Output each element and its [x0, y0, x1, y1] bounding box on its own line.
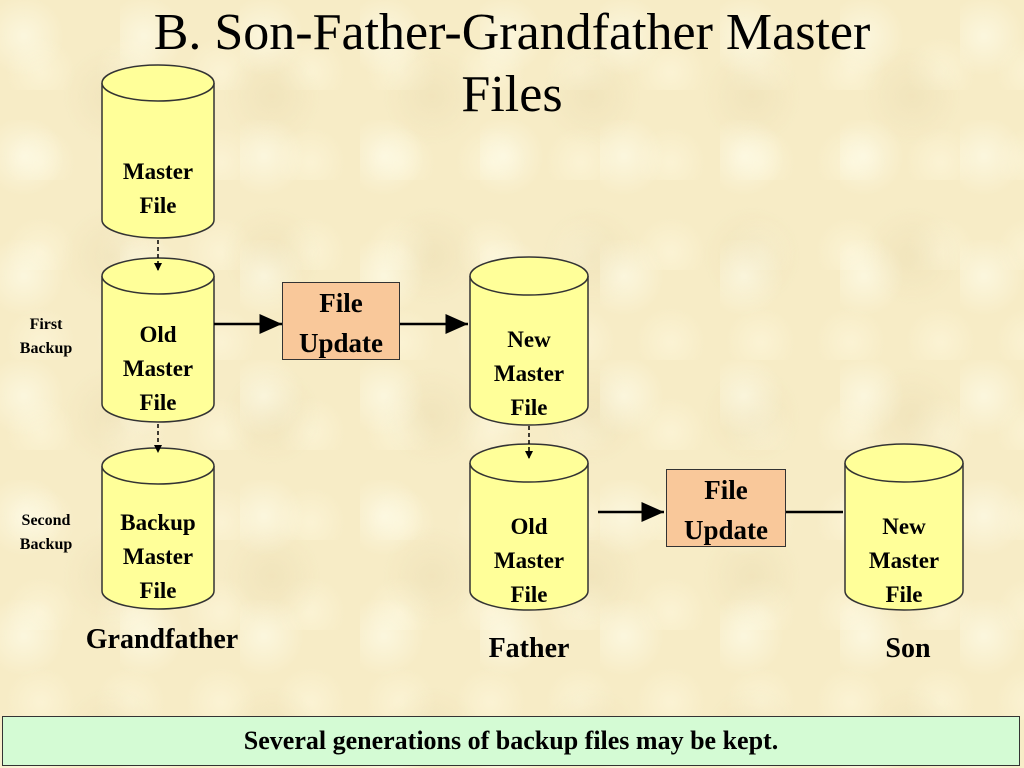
label-line: New [507, 327, 551, 352]
label-old-master-2: Old Master File [474, 510, 584, 612]
side-label-line: First [29, 316, 63, 333]
second-backup-label: Second Backup [11, 509, 81, 557]
file-update-box-1: File Update [282, 282, 400, 360]
label-line: File [510, 395, 548, 420]
label-old-master-1: Old Master File [103, 318, 213, 420]
label-backup-master: Backup Master File [103, 506, 213, 608]
label-line: Master [493, 361, 565, 386]
side-label-line: Backup [19, 536, 73, 553]
son-label: Son [885, 633, 931, 664]
title-line-2: Files [461, 66, 563, 123]
label-line: Master [868, 548, 940, 573]
label-new-master-2: New Master File [849, 510, 959, 612]
cylinder-new-master-1 [469, 256, 589, 426]
label-line: New [882, 514, 926, 539]
footer-caption: Several generations of backup files may … [2, 716, 1020, 766]
cylinder-backup-master [101, 447, 215, 610]
page-title: B. Son-Father-Grandfather Master Files [0, 0, 1024, 126]
first-backup-label: First Backup [11, 313, 81, 361]
label-line: File [139, 390, 177, 415]
file-update-box-2: File Update [666, 469, 786, 547]
label-line: File [139, 578, 177, 603]
grandfather-label: Grandfather [85, 624, 239, 655]
cylinder-master-file [101, 64, 215, 239]
label-line: Master [122, 356, 194, 381]
label-line: Old [139, 322, 177, 347]
label-line: File [885, 582, 923, 607]
cylinder-new-master-2 [844, 443, 964, 611]
cylinder-old-master-1 [101, 257, 215, 423]
label-line: Backup [120, 510, 196, 535]
label-line: Master [122, 159, 194, 184]
box-line: File [319, 288, 363, 318]
father-label: Father [488, 633, 570, 664]
side-label-line: Second [21, 512, 71, 529]
label-line: Old [510, 514, 548, 539]
box-line: Update [683, 515, 768, 545]
title-line-1: B. Son-Father-Grandfather Master [153, 4, 871, 61]
box-line: File [704, 475, 748, 505]
label-line: Master [122, 544, 194, 569]
label-line: File [510, 582, 548, 607]
label-line: File [139, 193, 177, 218]
label-new-master-1: New Master File [474, 323, 584, 425]
box-line: Update [298, 328, 383, 358]
side-label-line: Backup [19, 340, 73, 357]
label-line: Master [493, 548, 565, 573]
label-master-file: Master File [103, 155, 213, 223]
cylinder-old-master-2 [469, 443, 589, 611]
